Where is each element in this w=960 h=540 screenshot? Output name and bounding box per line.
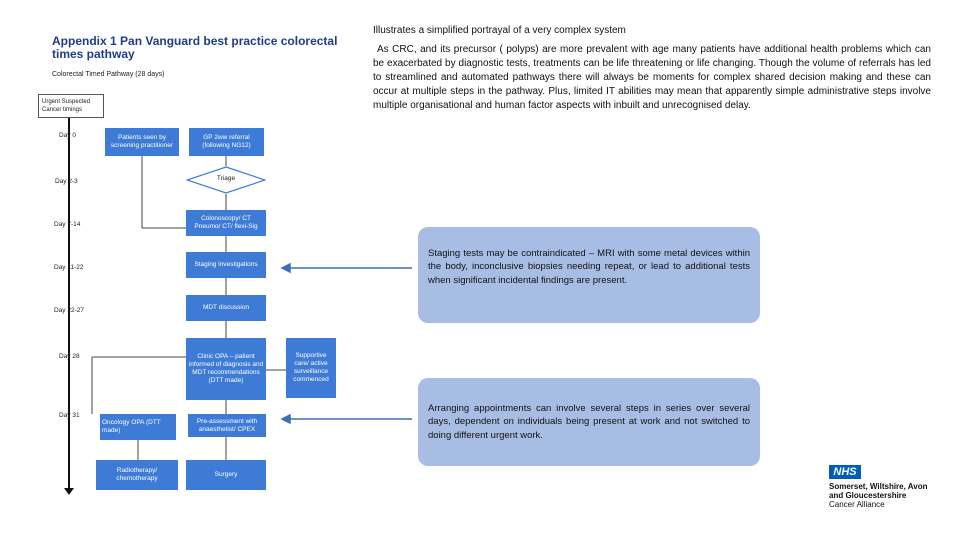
screening-box: Patients seen by screening practitioner [105, 128, 179, 156]
logo-line-3: Cancer Alliance [829, 500, 885, 509]
diagram-subtitle: Colorectal Timed Pathway (28 days) [52, 71, 165, 78]
timeline-arrowhead [64, 488, 74, 495]
triage-diamond-shape [186, 166, 266, 194]
gp-referral-box: GP 2ww referral (following NG12) [189, 128, 264, 156]
staging-box: Staging investigations [186, 252, 266, 278]
day-label: Day 0 [59, 132, 76, 139]
staging-callout: Staging tests may be contraindicated – M… [418, 227, 760, 323]
day-label: Day 7-14 [54, 221, 81, 228]
oncology-box: Oncology OPA (DTT made) [100, 414, 176, 440]
supportive-care-box: Supportive care/ active surveillance com… [286, 338, 336, 398]
text-heading: Illustrates a simplified portrayal of a … [373, 25, 626, 36]
appointments-callout: Arranging appointments can involve sever… [418, 378, 760, 466]
preassessment-box: Pre-assessment with anaesthetist/ CPEX [188, 414, 266, 437]
mdt-box: MDT discussion [186, 295, 266, 321]
day-label: Day 31 [59, 412, 80, 419]
timeline-axis [68, 118, 70, 490]
nhs-logo-badge: NHS [829, 465, 861, 479]
triage-label: Triage [216, 175, 236, 182]
day-label: Day 2-3 [55, 178, 78, 185]
day-label: Day 11-22 [54, 264, 84, 271]
day-label: Day 22-27 [54, 307, 84, 314]
day-label: Day 28 [59, 353, 80, 360]
logo-line-2: and Gloucestershire [829, 491, 907, 500]
colonoscopy-box: Colonoscopy/ CT Pneumo/ CT/ flexi-Sig [186, 210, 266, 236]
clinic-box: Clinic OPA – patient informed of diagnos… [186, 338, 266, 400]
surgery-box: Surgery [186, 460, 266, 490]
triage-decision: Triage [186, 166, 266, 194]
logo-line-1: Somerset, Wiltshire, Avon [829, 482, 928, 491]
radiotherapy-box: Radiotherapy/ chemotherapy [96, 460, 178, 490]
text-paragraph: As CRC, and its precursor ( polyps) are … [373, 44, 931, 111]
diagram-title: Appendix 1 Pan Vanguard best practice co… [52, 34, 338, 61]
legend-box: Urgent Suspected Cancer timings [38, 94, 104, 118]
